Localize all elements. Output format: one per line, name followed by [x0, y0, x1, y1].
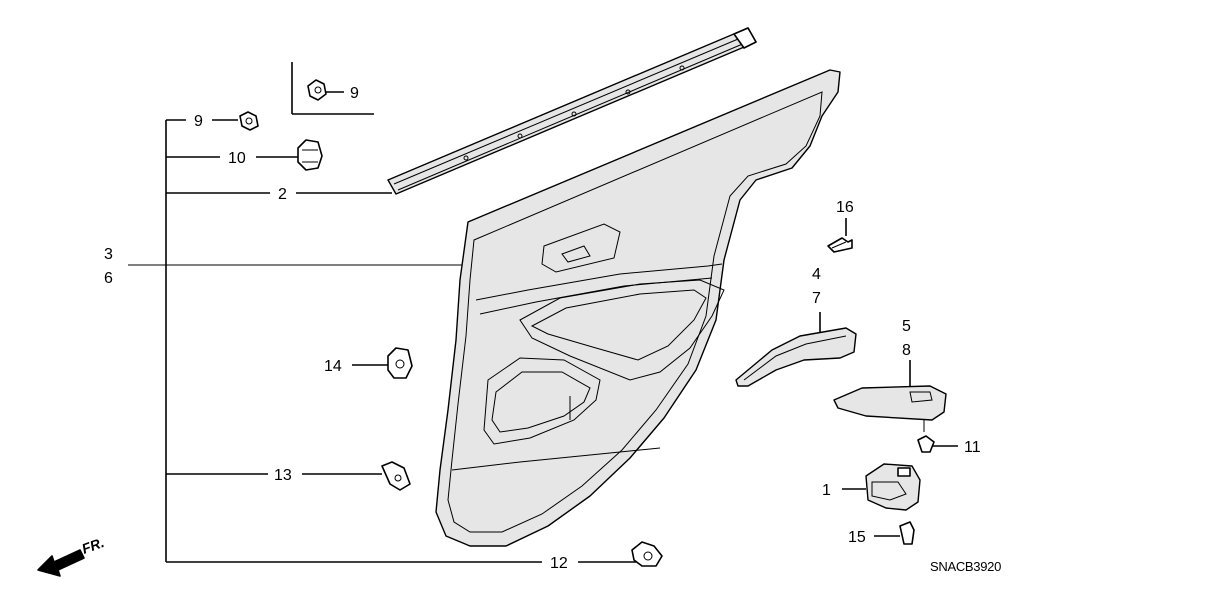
- diagram-code: SNACB3920: [930, 559, 1001, 574]
- clip-11: [917, 435, 935, 453]
- callout-10: 10: [228, 150, 246, 167]
- callout-8: 8: [902, 342, 911, 359]
- weatherstrip-molding: [387, 27, 757, 195]
- leader-bracket: [165, 119, 636, 563]
- callout-14: 14: [324, 358, 342, 375]
- handle-module: [865, 463, 921, 511]
- clip-12: [631, 541, 663, 567]
- callouts: 9 9 10 2 3 6 14 13 12 16 4 7 5 8 11 1 15…: [104, 85, 1001, 574]
- callout-9-upper: 9: [350, 85, 359, 102]
- callout-2: 2: [278, 186, 287, 203]
- clip-9-lower: [239, 111, 259, 131]
- callout-12: 12: [550, 555, 568, 572]
- callout-11: 11: [964, 439, 981, 456]
- callout-3: 3: [104, 246, 113, 263]
- clip-9-upper: [307, 79, 327, 101]
- clip-14: [387, 347, 413, 379]
- leader-lines: [128, 62, 958, 537]
- door-lining-panel: [435, 69, 841, 547]
- callout-9-lower: 9: [194, 113, 203, 130]
- callout-4: 4: [812, 266, 821, 283]
- clip-13: [381, 461, 411, 491]
- switch-panel: [833, 385, 947, 432]
- callout-6: 6: [104, 270, 113, 287]
- callout-7: 7: [812, 290, 821, 307]
- callout-15: 15: [848, 529, 866, 546]
- callout-16: 16: [836, 199, 854, 216]
- screw-16: [827, 237, 853, 253]
- callout-5: 5: [902, 318, 911, 335]
- armrest-pad: [735, 327, 857, 387]
- callout-13: 13: [274, 467, 292, 484]
- front-direction-arrow: FR.: [37, 534, 107, 577]
- direction-label: FR.: [80, 534, 107, 557]
- screw-15: [899, 521, 915, 545]
- callout-1: 1: [822, 482, 831, 499]
- clip-10: [297, 139, 323, 171]
